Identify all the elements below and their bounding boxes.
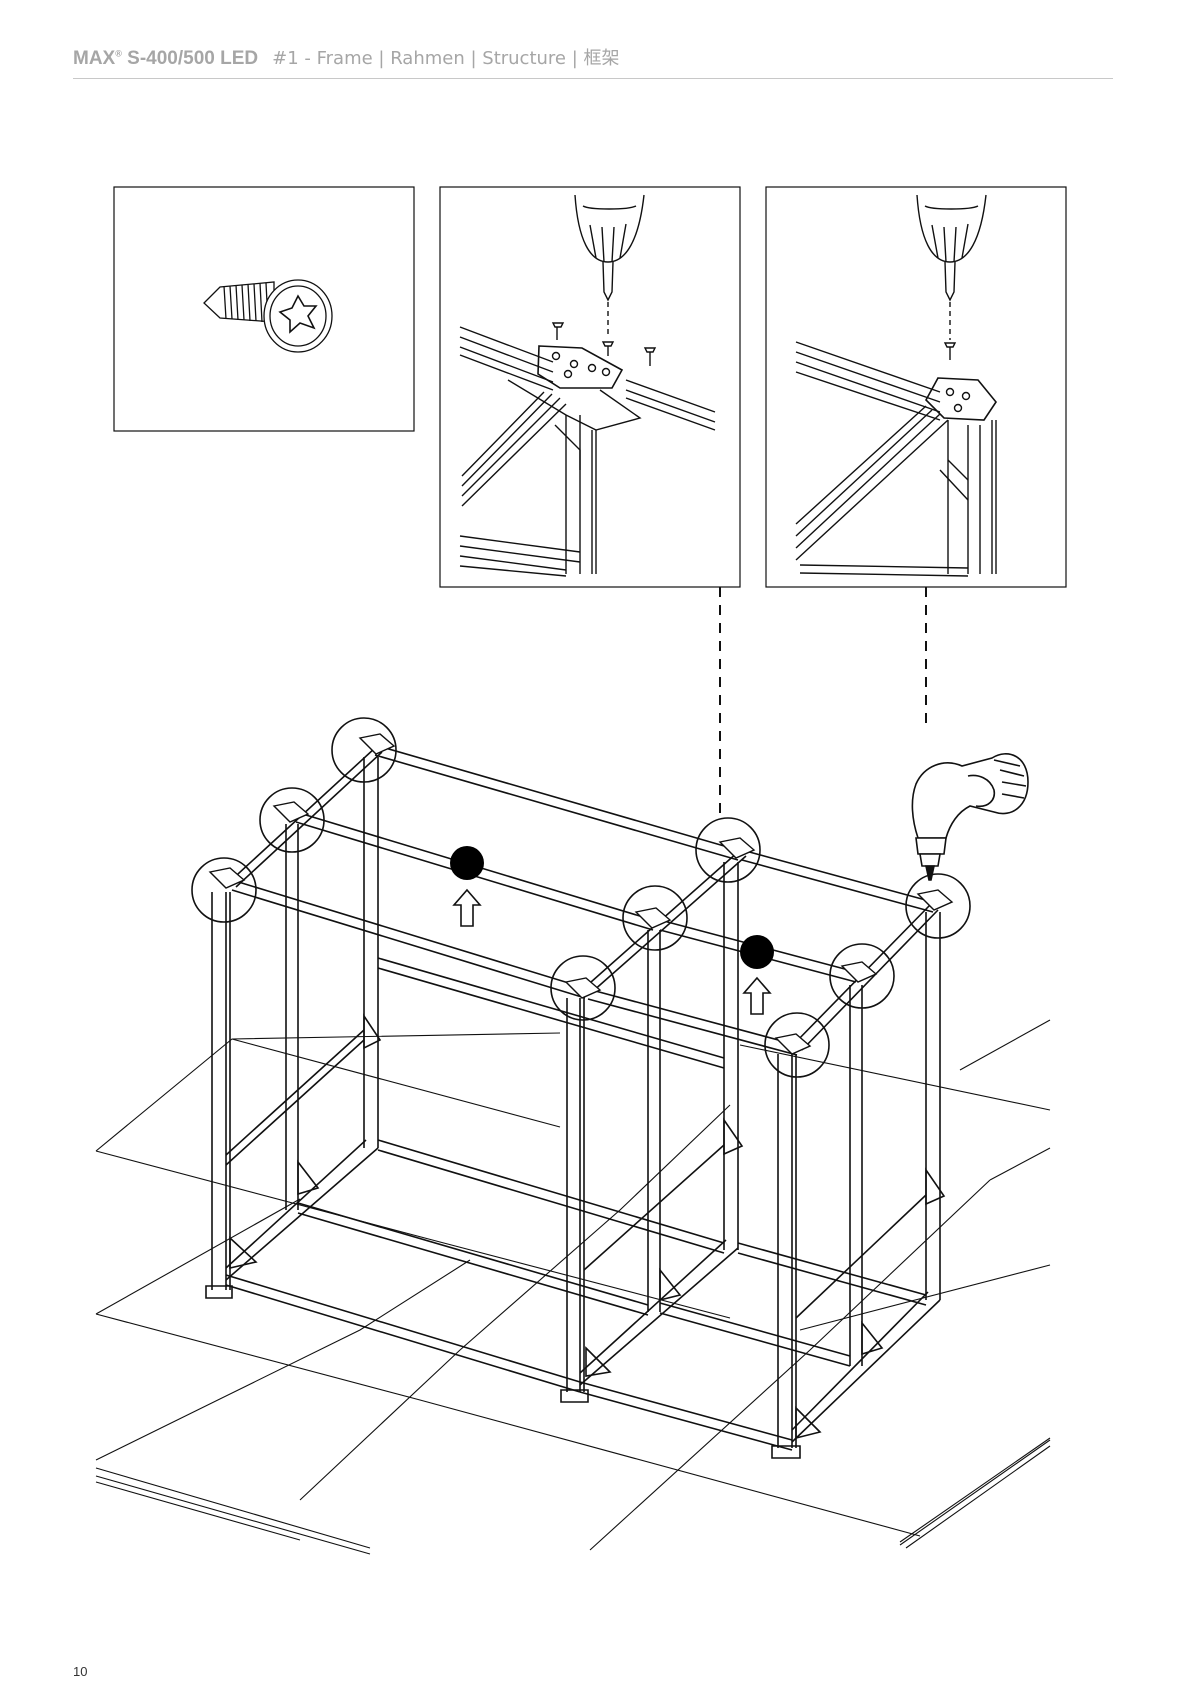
screw-detail-panel <box>114 187 414 431</box>
corner-plates <box>210 734 952 1054</box>
corner-connector-detail-panel <box>766 187 1066 587</box>
power-drill-icon <box>912 754 1028 880</box>
torx-screw-icon <box>204 280 332 352</box>
middle-connector-detail-panel <box>440 187 740 587</box>
up-arrow-icon <box>454 890 480 926</box>
position-markers <box>450 846 774 1014</box>
drill-bit-icon <box>917 195 986 300</box>
drill-bit-icon <box>575 195 644 300</box>
floor-grid <box>96 1020 1050 1554</box>
up-arrow-icon <box>744 978 770 1014</box>
page-number: 10 <box>73 1664 87 1679</box>
